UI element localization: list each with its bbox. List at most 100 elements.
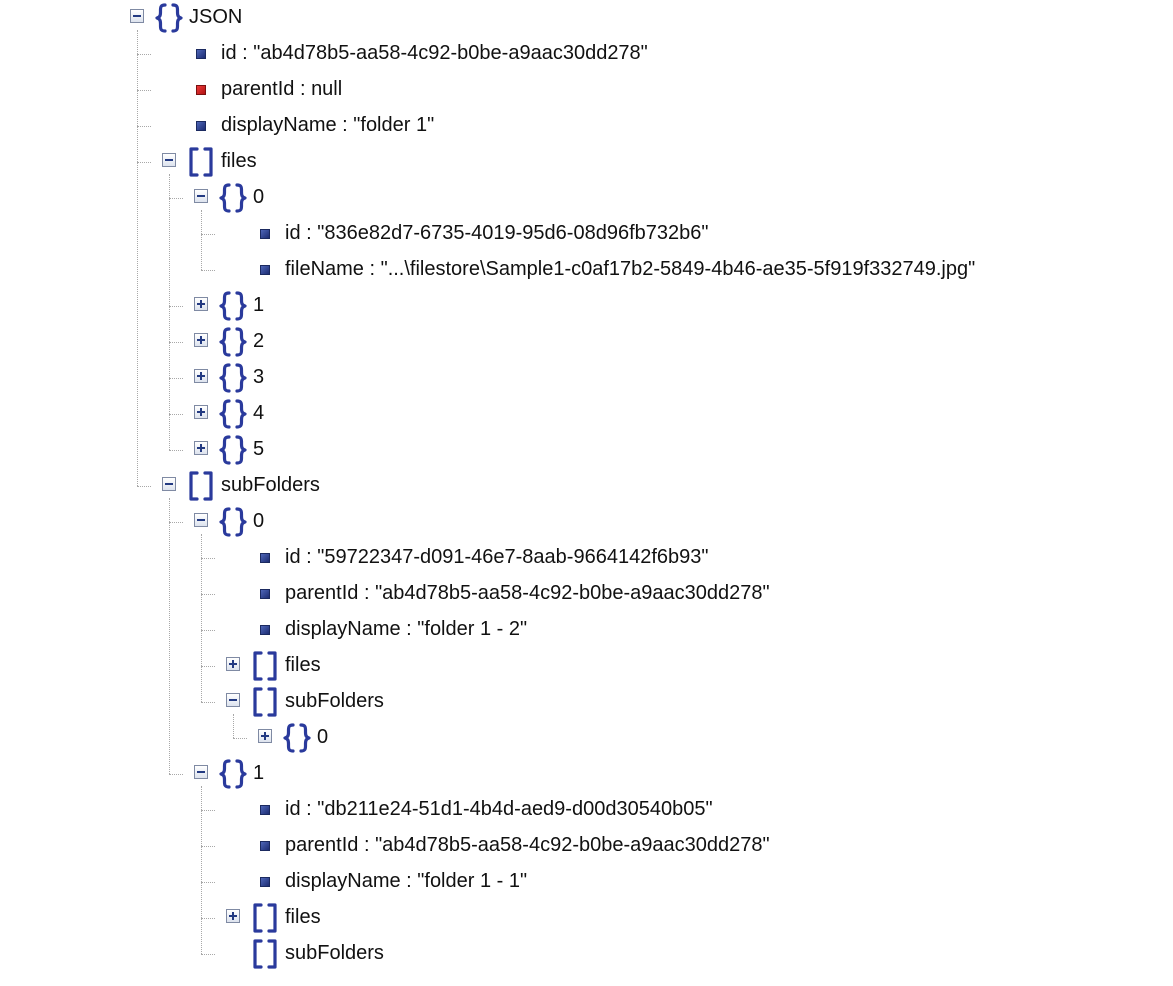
- property-value: "ab4d78b5-aa58-4c92-b0be-a9aac30dd278": [253, 42, 648, 64]
- brackets-icon: [186, 470, 216, 502]
- tree-connector: [137, 162, 151, 163]
- object-node-label[interactable]: 3: [253, 366, 265, 388]
- object-node-label[interactable]: JSON: [189, 6, 243, 28]
- value-square-icon: [196, 121, 206, 131]
- property-key: id: [221, 42, 237, 64]
- collapse-minus-icon[interactable]: [226, 693, 240, 707]
- tree-connector: [201, 954, 215, 955]
- tree-guide-line: [201, 210, 202, 270]
- property-text[interactable]: parentId : "ab4d78b5-aa58-4c92-b0be-a9aa…: [285, 582, 770, 604]
- tree-node-row: 0: [0, 180, 1000, 216]
- brackets-icon: [250, 938, 280, 970]
- object-node-label[interactable]: 2: [253, 330, 265, 352]
- tree-node-row: 0: [0, 720, 1000, 756]
- property-text[interactable]: parentId : "ab4d78b5-aa58-4c92-b0be-a9aa…: [285, 834, 770, 856]
- property-value: "folder 1 - 2": [417, 618, 528, 640]
- array-node-label[interactable]: subFolders: [285, 942, 384, 964]
- braces-icon: [218, 398, 248, 430]
- null-square-icon: [196, 85, 206, 95]
- property-key: parentId: [285, 834, 359, 856]
- property-key: displayName: [221, 114, 337, 136]
- collapse-minus-icon[interactable]: [130, 9, 144, 23]
- tree-value-row: id : "836e82d7-6735-4019-95d6-08d96fb732…: [0, 216, 1000, 252]
- value-square-icon: [260, 805, 270, 815]
- braces-icon: [154, 2, 184, 34]
- expand-plus-icon[interactable]: [226, 657, 240, 671]
- property-text[interactable]: id : "836e82d7-6735-4019-95d6-08d96fb732…: [285, 222, 709, 244]
- object-node-label[interactable]: 0: [253, 510, 265, 532]
- collapse-minus-icon[interactable]: [162, 153, 176, 167]
- property-key: parentId: [285, 582, 359, 604]
- expand-plus-icon[interactable]: [194, 441, 208, 455]
- property-text[interactable]: id : "59722347-d091-46e7-8aab-9664142f6b…: [285, 546, 709, 568]
- property-key: displayName: [285, 618, 401, 640]
- object-node-label[interactable]: 5: [253, 438, 265, 460]
- array-node-label[interactable]: files: [285, 654, 321, 676]
- collapse-minus-icon[interactable]: [194, 765, 208, 779]
- array-node-label[interactable]: files: [285, 906, 321, 928]
- tree-connector: [169, 342, 183, 343]
- object-node-label[interactable]: 0: [317, 726, 329, 748]
- tree-value-row: parentId : "ab4d78b5-aa58-4c92-b0be-a9aa…: [0, 576, 1000, 612]
- array-node-label[interactable]: subFolders: [221, 474, 320, 496]
- tree-guide-line: [201, 786, 202, 954]
- property-text[interactable]: parentId : null: [221, 78, 343, 100]
- property-value: "db211e24-51d1-4b4d-aed9-d00d30540b05": [317, 798, 713, 820]
- expand-plus-icon[interactable]: [194, 369, 208, 383]
- expand-plus-icon[interactable]: [194, 333, 208, 347]
- expand-plus-icon[interactable]: [194, 405, 208, 419]
- tree-connector: [169, 450, 183, 451]
- tree-connector: [169, 774, 183, 775]
- property-key: fileName: [285, 258, 364, 280]
- array-node-label[interactable]: files: [221, 150, 257, 172]
- tree-value-row: id : "59722347-d091-46e7-8aab-9664142f6b…: [0, 540, 1000, 576]
- collapse-minus-icon[interactable]: [162, 477, 176, 491]
- property-text[interactable]: id : "db211e24-51d1-4b4d-aed9-d00d30540b…: [285, 798, 713, 820]
- value-square-icon: [260, 841, 270, 851]
- tree-value-row: fileName : "...\filestore\Sample1-c0af17…: [0, 252, 1000, 288]
- tree-node-row: subFolders: [0, 684, 1000, 720]
- array-node-label[interactable]: subFolders: [285, 690, 384, 712]
- expand-plus-icon[interactable]: [258, 729, 272, 743]
- object-node-label[interactable]: 1: [253, 762, 265, 784]
- tree-node-row: files: [0, 900, 1000, 936]
- property-text[interactable]: displayName : "folder 1 - 2": [285, 618, 528, 640]
- tree-node-row: 1: [0, 288, 1000, 324]
- property-key: id: [285, 798, 301, 820]
- value-square-icon: [196, 49, 206, 59]
- expand-plus-icon[interactable]: [226, 909, 240, 923]
- property-text[interactable]: fileName : "...\filestore\Sample1-c0af17…: [285, 258, 976, 280]
- tree-guide-line: [169, 498, 170, 774]
- object-node-label[interactable]: 0: [253, 186, 265, 208]
- tree-connector: [201, 810, 215, 811]
- brackets-icon: [186, 146, 216, 178]
- expand-plus-icon[interactable]: [194, 297, 208, 311]
- tree-connector: [169, 414, 183, 415]
- braces-icon: [282, 722, 312, 754]
- tree-connector: [201, 882, 215, 883]
- tree-guide-line: [169, 174, 170, 450]
- tree-node-row: subFolders: [0, 936, 1000, 972]
- tree-value-row: parentId : null: [0, 72, 1000, 108]
- tree-value-row: parentId : "ab4d78b5-aa58-4c92-b0be-a9aa…: [0, 828, 1000, 864]
- tree-connector: [169, 522, 183, 523]
- object-node-label[interactable]: 4: [253, 402, 265, 424]
- tree-connector: [201, 846, 215, 847]
- tree-connector: [233, 738, 247, 739]
- property-value: "...\filestore\Sample1-c0af17b2-5849-4b4…: [380, 258, 976, 280]
- property-text[interactable]: displayName : "folder 1 - 1": [285, 870, 528, 892]
- collapse-minus-icon[interactable]: [194, 189, 208, 203]
- property-value: "folder 1": [353, 114, 435, 136]
- property-value: "ab4d78b5-aa58-4c92-b0be-a9aac30dd278": [375, 834, 770, 856]
- braces-icon: [218, 362, 248, 394]
- property-value: "59722347-d091-46e7-8aab-9664142f6b93": [317, 546, 709, 568]
- tree-connector: [169, 306, 183, 307]
- tree-guide-line: [201, 534, 202, 702]
- object-node-label[interactable]: 1: [253, 294, 265, 316]
- tree-root-row: JSON: [0, 0, 1000, 36]
- collapse-minus-icon[interactable]: [194, 513, 208, 527]
- tree-node-row: 2: [0, 324, 1000, 360]
- property-text[interactable]: displayName : "folder 1": [221, 114, 435, 136]
- property-text[interactable]: id : "ab4d78b5-aa58-4c92-b0be-a9aac30dd2…: [221, 42, 648, 64]
